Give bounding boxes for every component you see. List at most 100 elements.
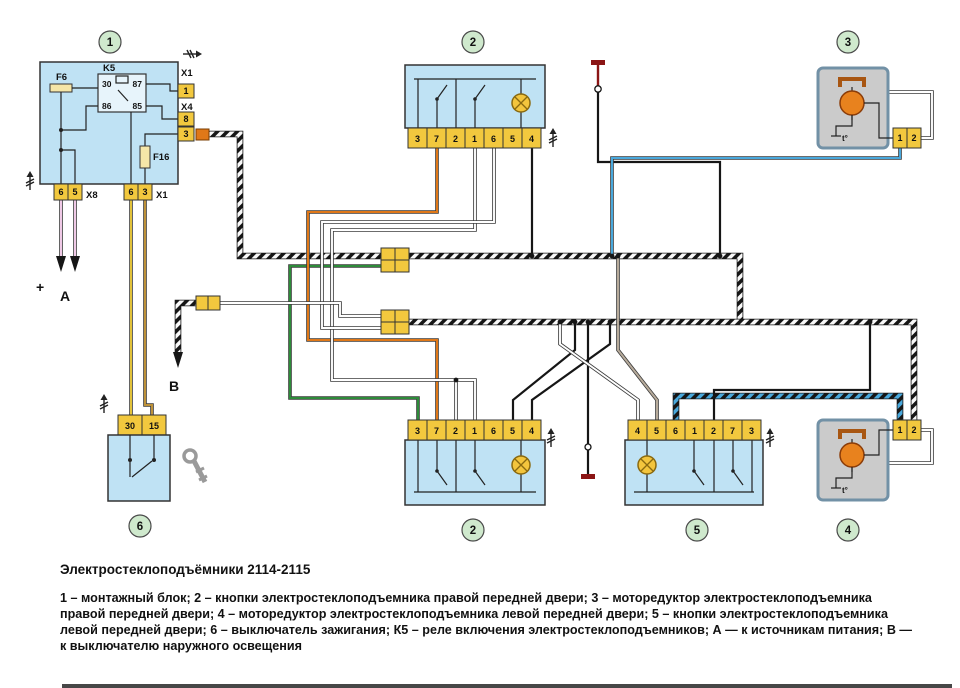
pin-label: 7: [730, 426, 735, 436]
connector-x1-bottom-label: X1: [156, 190, 168, 201]
pin-label: 1: [692, 426, 697, 436]
callout-1: [98, 30, 122, 54]
branch-arrow-icon: [182, 49, 203, 59]
branch-arrow-icon: [546, 427, 556, 448]
motor-reducer-right: t° 1 2: [816, 66, 922, 150]
harness-wire-middle-run: [409, 252, 744, 322]
relay-pin-85: 85: [133, 101, 143, 111]
white-wire-from-b-junction: [220, 301, 381, 318]
branch-arrow-icon: [765, 427, 775, 448]
callout-4-number: 4: [845, 525, 852, 537]
black-wire-cross-2: [511, 322, 577, 420]
pin-label: 1: [183, 86, 188, 96]
pin-label: 4: [529, 134, 534, 144]
branch-arrow-icon: [99, 393, 109, 414]
plus-marker: +: [36, 279, 44, 295]
callout-2-bottom-number: 2: [470, 525, 476, 537]
blue-wire-motor-right: [610, 148, 902, 256]
connector-x1-top-label: X1: [181, 68, 193, 79]
wiring-diagram-canvas: F6 K5 30 87 86 85 F16 X1 1 X4 8 3: [25, 30, 934, 542]
white-wire-cross: [558, 322, 640, 420]
connector-pin: [177, 83, 195, 99]
connector-x8-label: X8: [86, 190, 98, 201]
connector-pin: [137, 183, 153, 201]
arrow-b: [173, 352, 183, 368]
connector-x4-label: X4: [181, 102, 193, 113]
power-window-switch-left: 4 5 6 1 2 7 3: [624, 419, 764, 506]
relay-k5-label: K5: [103, 63, 116, 74]
white-wire-junction2: [320, 148, 496, 330]
pin-label: 6: [491, 426, 496, 436]
junction-dots: [453, 253, 873, 383]
cropped-content-bar: [62, 684, 952, 688]
switch-connector-strip: 3 7 2 1 6 5 4: [407, 419, 542, 441]
connector-pin: [906, 127, 922, 149]
relay-coil: [115, 75, 129, 84]
pin-label: 5: [510, 134, 515, 144]
connection-point: [594, 85, 602, 93]
harness-wire-blue-striped: [672, 392, 904, 420]
inline-connector-2: [380, 309, 410, 335]
fuse-relay-box-body: [39, 61, 179, 185]
pin-label: 5: [654, 426, 659, 436]
fuse-relay-box: F6 K5 30 87 86 85 F16 X1 1 X4 8 3: [39, 61, 210, 201]
black-wire-cross-1: [530, 322, 612, 420]
pin-label: 4: [635, 426, 640, 436]
callout-3: [836, 30, 860, 54]
white-wire-main: [330, 148, 477, 420]
pin-label: 2: [911, 425, 916, 435]
pink-wire-power-a: [56, 200, 80, 272]
motor-icon: [839, 90, 865, 116]
black-wire-left-switch: [712, 322, 872, 420]
pin-label: 30: [125, 421, 135, 431]
key-icon: [182, 448, 208, 484]
branch-arrow-icon: [548, 127, 558, 148]
power-tap-top: [591, 60, 605, 65]
motor-bracket-icon: [838, 77, 866, 87]
white-loop-motor-left: [888, 428, 934, 465]
pin-label: 6: [673, 426, 678, 436]
power-window-switch-right-lower: 3 7 2 1 6 5 4: [404, 419, 546, 506]
power-source-marker: A: [60, 288, 70, 304]
pin-label: 6: [58, 187, 63, 197]
pin-label: 2: [453, 426, 458, 436]
white-loop-motor-right: [888, 90, 934, 140]
switch-connector-strip: 3 7 2 1 6 5 4: [407, 127, 542, 149]
pin-label: 15: [149, 421, 159, 431]
pin-label: 5: [72, 187, 77, 197]
callout-3-number: 3: [845, 37, 851, 49]
callout-2-top-number: 2: [470, 37, 476, 49]
power-window-switch-right: 3 7 2 1 6 5 4: [404, 64, 546, 149]
pin-label: 2: [453, 134, 458, 144]
harness-wire-block1-to-junction: [208, 130, 381, 260]
connector-pin: [67, 183, 83, 201]
pin-label: 3: [749, 426, 754, 436]
pin-label: 3: [415, 426, 420, 436]
harness-wire-to-b: [174, 299, 196, 354]
pin-label: 3: [415, 134, 420, 144]
callout-6-number: 6: [137, 521, 143, 533]
thermal-label: t°: [842, 134, 848, 143]
black-wire-top: [596, 92, 722, 256]
ignition-body: [107, 434, 171, 502]
pin-label: 2: [911, 133, 916, 143]
thermal-label: t°: [842, 486, 848, 495]
harness-plug: [195, 128, 210, 141]
relay-contact: [117, 89, 129, 102]
ignition-switch: 30 15: [107, 414, 208, 502]
switch-connector-strip: 4 5 6 1 2 7 3: [627, 419, 762, 441]
callouts: 1 2 3 2 5 4 6: [98, 30, 860, 542]
branch-arrow-icon: [25, 170, 35, 191]
inline-connector-3: [195, 295, 221, 311]
callout-2-top: [461, 30, 485, 54]
motor-reducer-left: t° 1 2: [816, 418, 922, 502]
orange-wire: [306, 148, 439, 420]
gray-wire-cross: [616, 256, 659, 420]
diagram-legend: 1 – монтажный блок; 2 – кнопки электрост…: [60, 591, 913, 653]
connector-pin: [177, 126, 195, 142]
callout-2-bottom: [461, 518, 485, 542]
pin-label: 4: [529, 426, 534, 436]
brown-wire-to-ignition: [143, 200, 154, 415]
pin-label: 1: [897, 425, 902, 435]
